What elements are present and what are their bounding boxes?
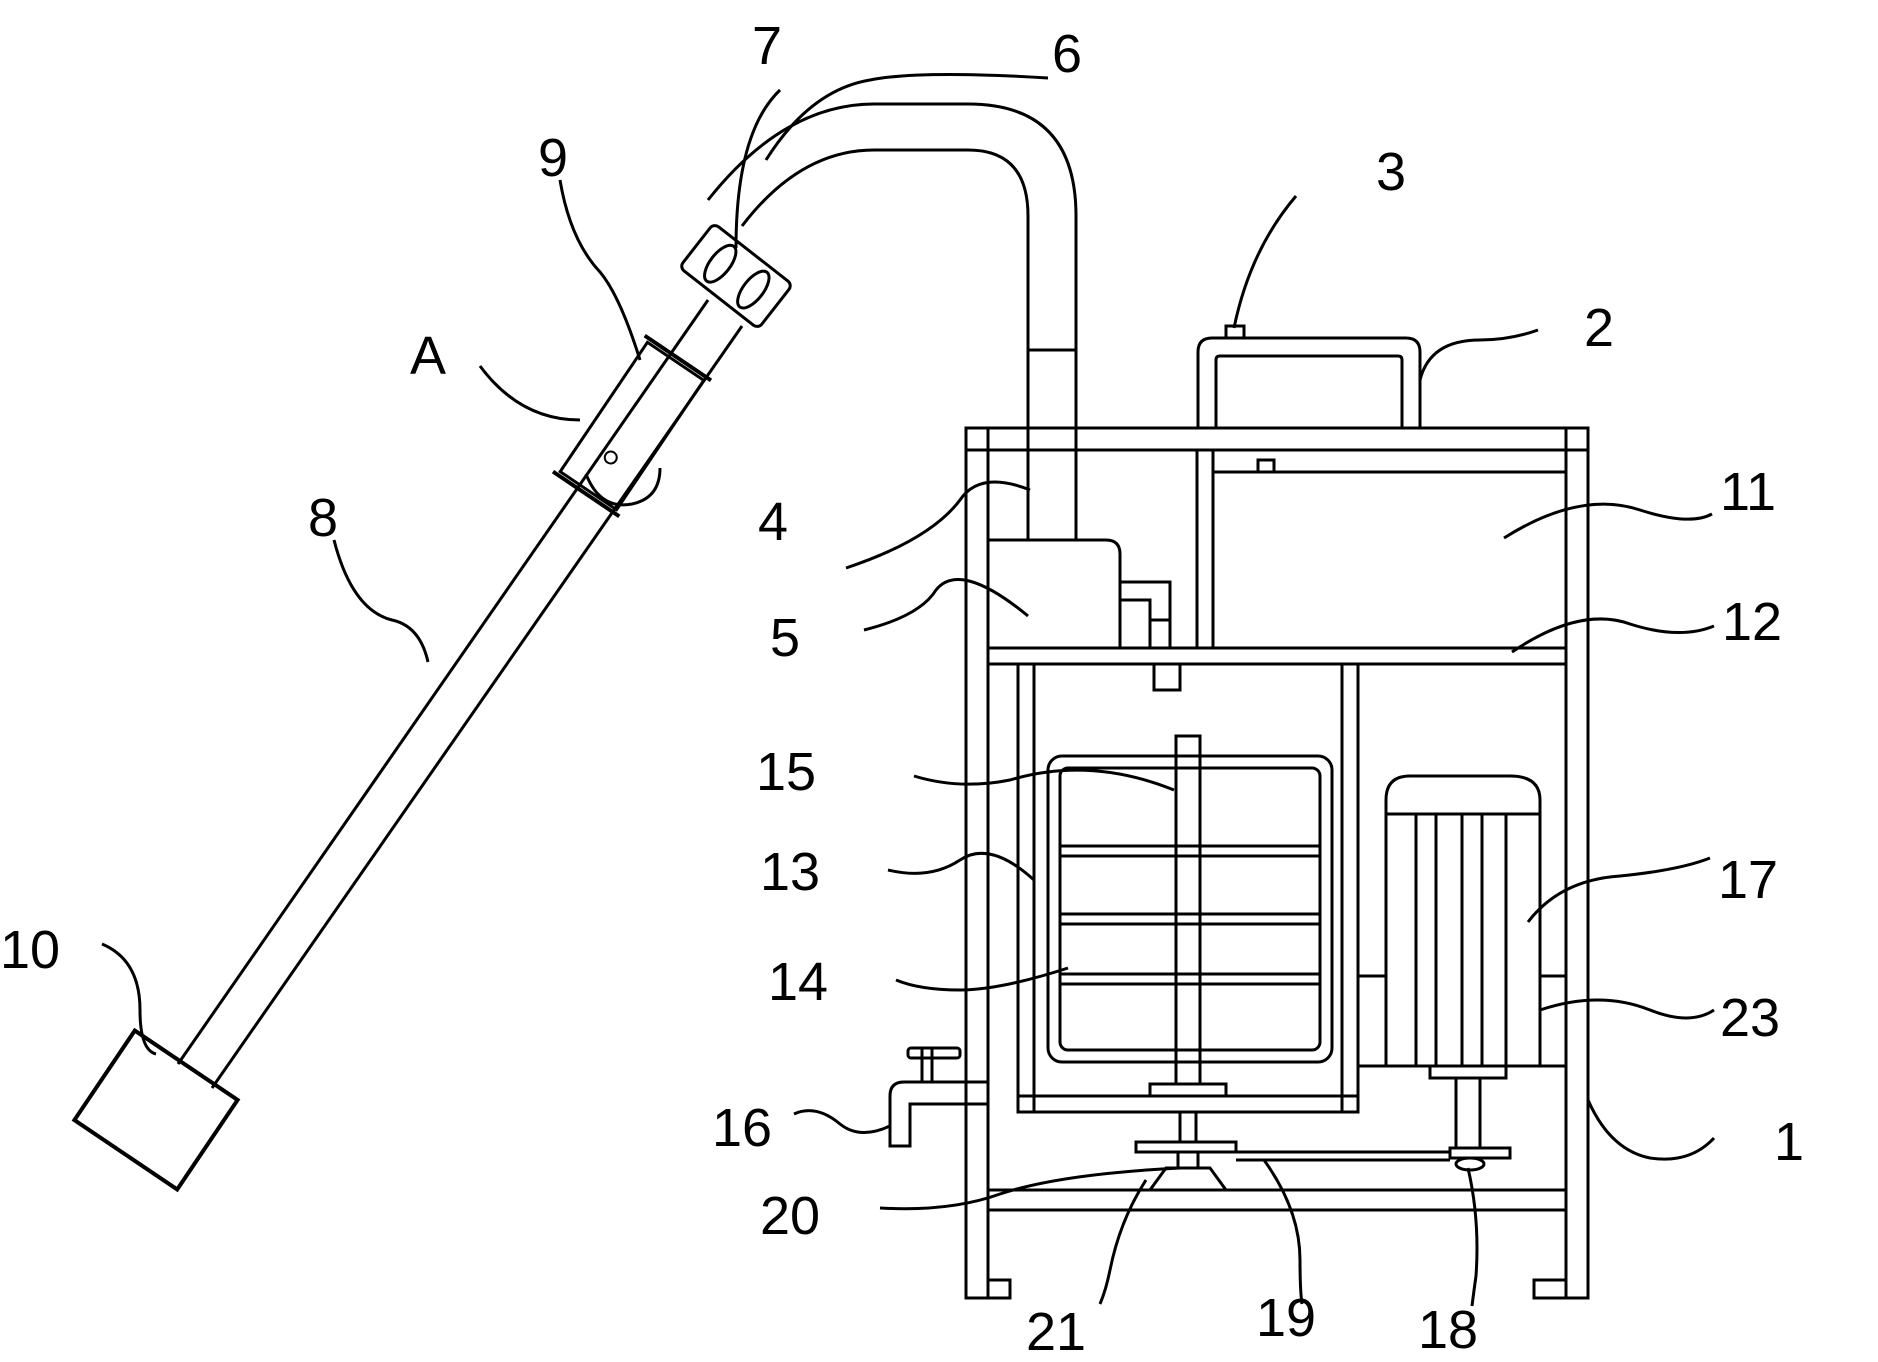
label-12: 12	[1722, 592, 1782, 652]
inlet-pipe	[1026, 348, 1078, 542]
filter-basket	[1046, 754, 1334, 1064]
label-2: 2	[1584, 298, 1614, 358]
rotating-shaft	[1148, 734, 1228, 1144]
label-8: 8	[308, 488, 338, 548]
hose-clamp	[680, 224, 792, 328]
label-3: 3	[1376, 142, 1406, 202]
housing	[964, 426, 1590, 1300]
label-20: 20	[760, 1186, 820, 1246]
drain-tap	[888, 1046, 988, 1148]
label-7: 7	[752, 16, 782, 76]
label-15: 15	[756, 742, 816, 802]
label-11: 11	[1720, 462, 1776, 522]
motor	[1384, 774, 1542, 1150]
inner-tank	[1016, 662, 1360, 1114]
label-21: 21	[1026, 1302, 1086, 1362]
label-19: 19	[1256, 1288, 1316, 1348]
label-10: 10	[0, 920, 60, 980]
belt-drive	[1134, 1140, 1512, 1192]
label-4: 4	[758, 492, 788, 552]
callout-labels: 1 2 3 4 5 6 7 8 9 10 11 12 13 14 15 16 1…	[0, 16, 1804, 1362]
battery-box	[1211, 458, 1568, 650]
label-6: 6	[1052, 24, 1082, 84]
label-1: 1	[1774, 1112, 1804, 1172]
leader-lines	[101, 72, 1716, 1307]
suction-wand	[176, 299, 744, 1089]
brush-head	[71, 1027, 241, 1193]
grip-sleeve	[551, 333, 713, 519]
label-a: A	[410, 326, 446, 386]
damping-pad-right	[1538, 974, 1568, 1068]
label-5: 5	[770, 608, 800, 668]
carry-handle	[1196, 324, 1422, 428]
label-17: 17	[1718, 850, 1778, 910]
hose	[706, 102, 1078, 352]
label-23: 23	[1720, 988, 1780, 1048]
damping-pad-left	[1356, 974, 1388, 1068]
label-16: 16	[712, 1098, 772, 1158]
label-9: 9	[538, 128, 568, 188]
label-14: 14	[768, 952, 828, 1012]
label-18: 18	[1418, 1300, 1478, 1360]
label-13: 13	[760, 842, 820, 902]
detail-circle-a	[584, 467, 662, 507]
suction-pump	[988, 538, 1182, 692]
